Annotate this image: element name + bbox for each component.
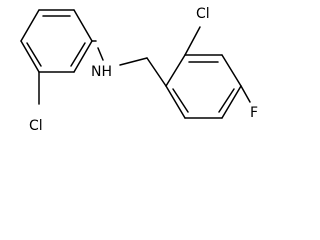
bond bbox=[221, 85, 242, 119]
double-bond-inner bbox=[26, 42, 42, 67]
left-benzene-ring bbox=[20, 9, 93, 73]
bond-n-h bbox=[97, 47, 104, 61]
bond-c-f bbox=[240, 85, 251, 103]
amine-nh: NH bbox=[91, 64, 112, 80]
right-benzene-ring bbox=[165, 54, 242, 119]
molecule-diagram: Cl NH Cl F bbox=[20, 6, 258, 134]
double-bond-inner bbox=[218, 88, 235, 113]
bond bbox=[20, 9, 40, 42]
bond bbox=[73, 40, 93, 73]
double-bond-inner bbox=[70, 42, 86, 67]
bond bbox=[20, 40, 40, 73]
bond bbox=[165, 85, 186, 119]
chlorine-atom-right: Cl bbox=[196, 6, 210, 22]
double-bond-inner bbox=[172, 88, 189, 113]
chlorine-atom-left: Cl bbox=[29, 118, 43, 134]
bond-c-cl-right bbox=[184, 26, 201, 56]
bond bbox=[165, 54, 186, 87]
bond-n-ch2 bbox=[119, 57, 148, 66]
bond bbox=[221, 54, 242, 87]
fluorine-atom: F bbox=[250, 105, 258, 121]
bond bbox=[73, 9, 93, 42]
bond-ch2-ring bbox=[146, 57, 167, 87]
